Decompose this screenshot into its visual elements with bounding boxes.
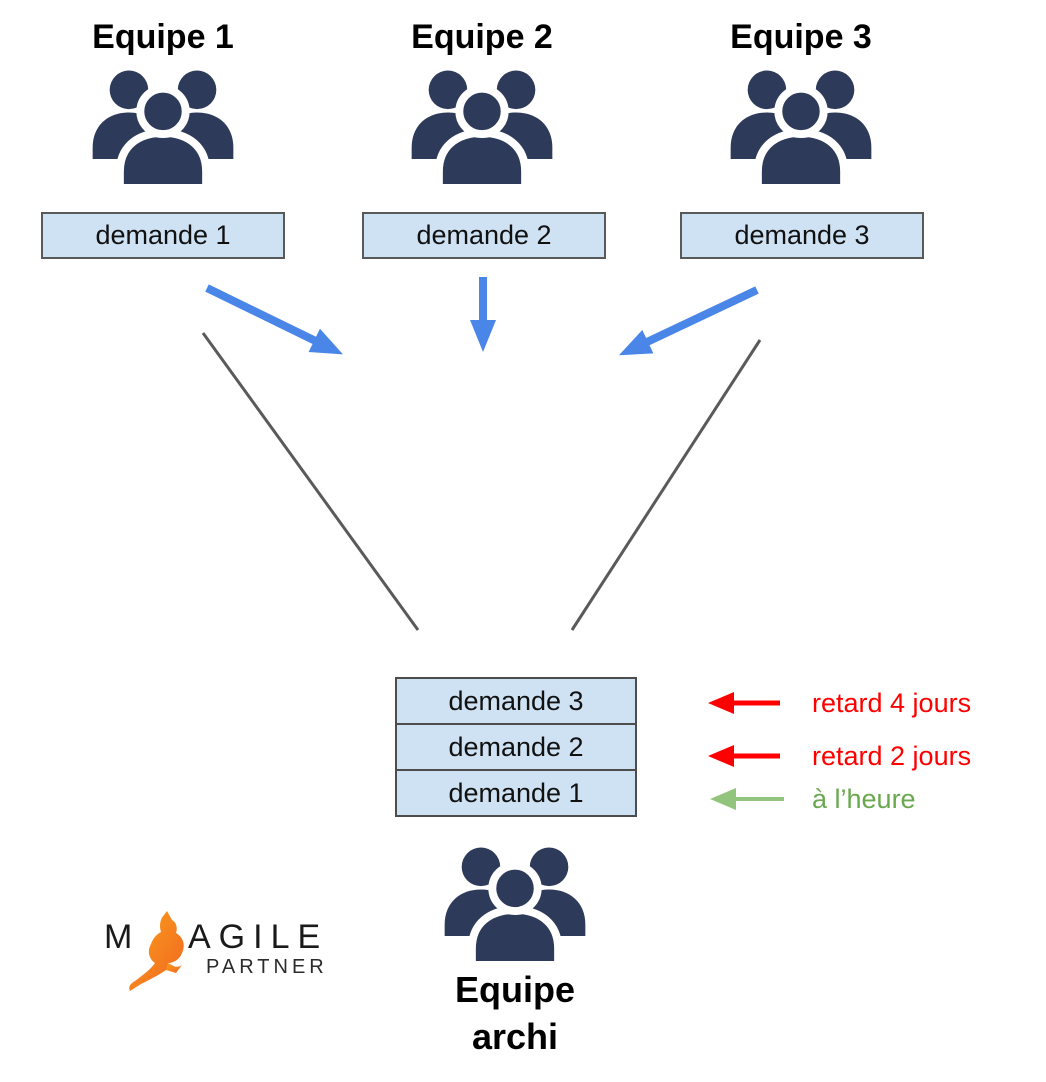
queue-row-label: demande 1 [448, 777, 584, 808]
team-2-people-icon [411, 70, 553, 184]
queue-stack: demande 3 demande 2 demande 1 [395, 677, 637, 817]
team-1-people-icon [92, 70, 234, 184]
team-3-people-icon [730, 70, 872, 184]
queue-row-label: demande 2 [448, 731, 584, 762]
team-3-demande-label: demande 3 [734, 220, 870, 250]
flow-arrow-team3 [618, 286, 759, 356]
myagile-partner-logo: M AGILE PARTNER [100, 906, 340, 1001]
team-2-demande-label: demande 2 [416, 220, 552, 250]
funnel-line-right [570, 339, 762, 631]
funnel-line-left [201, 332, 420, 631]
status-label-a-lheure: à l’heure [812, 784, 916, 814]
team-1-title: Equipe 1 [92, 18, 234, 56]
queue-row-label: demande 3 [448, 685, 584, 716]
kangaroo-logo-icon [129, 911, 184, 991]
archi-team-people-icon [444, 847, 586, 961]
team-1-demande-box: demande 1 [41, 212, 285, 259]
logo-text-m: M [104, 918, 141, 956]
team-3-title: Equipe 3 [730, 18, 872, 56]
status-label-retard-4-jours: retard 4 jours [812, 688, 972, 718]
archi-team-title: Equipe archi [365, 966, 665, 1060]
team-2-title: Equipe 2 [411, 18, 553, 56]
status-label-retard-2-jours: retard 2 jours [812, 741, 972, 771]
queue-row: demande 1 [395, 769, 637, 817]
logo-text-partner: PARTNER [206, 956, 328, 978]
queue-row: demande 2 [395, 723, 637, 771]
archi-team-title-line1: Equipe [454, 969, 575, 1010]
team-3-demande-box: demande 3 [680, 212, 924, 259]
logo-text-agile: AGILE [188, 918, 329, 956]
team-1-demande-label: demande 1 [95, 220, 231, 250]
queue-row: demande 3 [395, 677, 637, 725]
archi-team-title-line2: archi [471, 1016, 559, 1057]
team-2-demande-box: demande 2 [362, 212, 606, 259]
flow-arrow-team1 [205, 284, 343, 355]
